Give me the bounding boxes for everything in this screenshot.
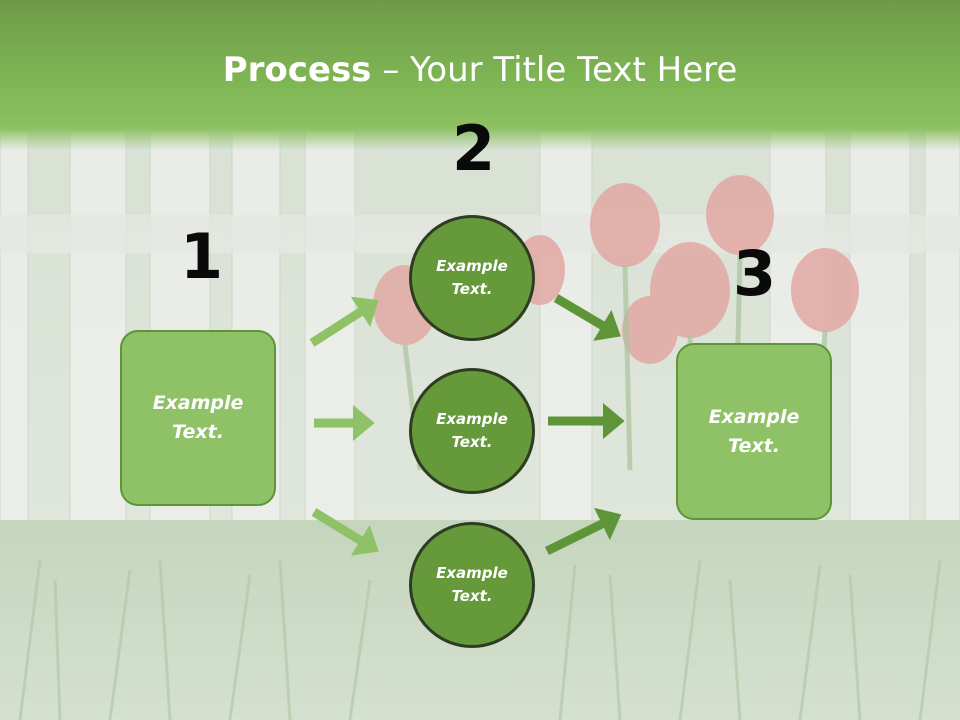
right-step-text: Example Text. xyxy=(708,405,800,457)
circle-bottom-text: Example Text. xyxy=(436,564,508,605)
circle-middle-text: Example Text. xyxy=(436,410,508,451)
circle-top: Example Text. xyxy=(409,215,535,341)
header-band xyxy=(0,0,960,150)
arrow-right-top xyxy=(553,294,621,341)
title-rest: – Your Title Text Here xyxy=(371,50,738,90)
arrow-right-bottom xyxy=(545,507,622,556)
left-step-text: Example Text. xyxy=(152,392,244,443)
circle-middle: Example Text. xyxy=(409,368,535,494)
left-step-box: Example Text. xyxy=(120,330,276,506)
step-number-3: 3 xyxy=(733,237,777,310)
arrow-left-bottom xyxy=(311,508,379,556)
right-step-box: Example Text. xyxy=(676,343,832,520)
circle-bottom: Example Text. xyxy=(409,522,535,648)
page-title: Process – Your Title Text Here xyxy=(0,50,960,90)
circle-top-text: Example Text. xyxy=(436,257,508,298)
title-bold: Process xyxy=(222,50,372,90)
arrow-left-top xyxy=(309,296,379,347)
step-number-2: 2 xyxy=(452,112,496,185)
step-number-1: 1 xyxy=(180,220,224,293)
